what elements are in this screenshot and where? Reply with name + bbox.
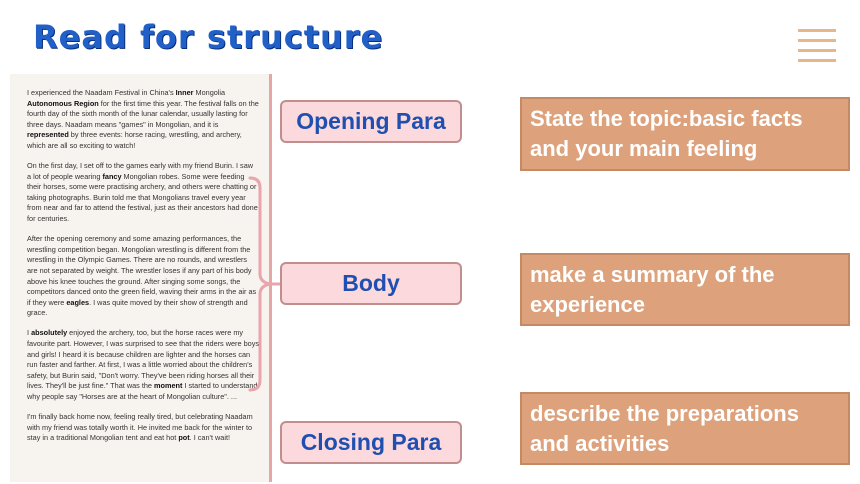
vocab-word: represented: [27, 130, 69, 140]
text-run: I experienced the Naadam Festival in Chi…: [27, 88, 176, 97]
article-paragraph-5: I'm finally back home now, feeling reall…: [27, 412, 259, 444]
text-run: by three events: horse racing, wrestling…: [27, 130, 242, 150]
text-run: Mongolian robes. Some were feeding their…: [27, 171, 258, 224]
vocab-word: Inner: [175, 88, 194, 97]
text-run: On the first day, I set off to the games…: [27, 161, 254, 181]
opening-para-label: Opening Para: [280, 100, 462, 143]
closing-para-label: Closing Para: [280, 421, 462, 464]
text-run: I: [27, 328, 32, 338]
vocab-word: absolutely: [31, 328, 68, 338]
summary-description: make a summary of the experience: [520, 253, 850, 326]
body-label: Body: [280, 262, 462, 305]
text-run: Mongolia: [193, 88, 226, 97]
article-paragraph-1: I experienced the Naadam Festival in Chi…: [27, 88, 259, 152]
text-run: for the first time this year. The festiv…: [27, 98, 259, 129]
page-title: Read for structure: [33, 18, 384, 56]
vocab-word: fancy: [102, 171, 122, 181]
vocab-word: moment: [154, 381, 183, 391]
menu-icon[interactable]: [798, 29, 836, 65]
vocab-word: Autonomous Region: [27, 98, 99, 108]
article-text: I experienced the Naadam Festival in Chi…: [10, 74, 272, 482]
text-run: . I was quite moved by their show of str…: [27, 297, 248, 318]
article-paragraph-3: After the opening ceremony and some amaz…: [27, 234, 259, 319]
article-paragraph-4: I absolutely enjoyed the archery, too, b…: [27, 328, 259, 402]
body-bracket-icon: [248, 176, 282, 392]
topic-description: State the topic:basic facts and your mai…: [520, 97, 850, 171]
text-run: I started to understand why people say "…: [27, 381, 258, 401]
preparations-description: describe the preparations and activities: [520, 392, 850, 465]
text-run: . I can't wait!: [189, 433, 230, 443]
vocab-word: eagles: [66, 297, 90, 307]
article-paragraph-2: On the first day, I set off to the games…: [27, 161, 259, 225]
text-run: I'm finally back home now, feeling reall…: [27, 412, 253, 443]
vocab-word: pot: [178, 433, 190, 443]
text-run: enjoyed the archery, too, but the horse …: [27, 328, 259, 391]
text-run: After the opening ceremony and some amaz…: [27, 234, 257, 307]
